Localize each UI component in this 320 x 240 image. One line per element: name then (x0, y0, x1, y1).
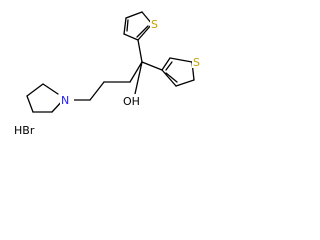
bond (161, 69, 177, 87)
bond (134, 61, 143, 95)
hbr-salt-label: HBr (14, 124, 35, 137)
bond (42, 83, 59, 95)
label-background (150, 18, 161, 30)
bond (129, 61, 143, 83)
sulfur-top-label: S (151, 18, 158, 31)
bond (161, 57, 171, 71)
pyrrolidine-ring (26, 83, 66, 113)
bond (89, 81, 105, 101)
bond (26, 95, 34, 113)
bond (165, 72, 178, 83)
label-background (60, 93, 74, 106)
sulfur-right-label: S (193, 56, 200, 69)
bond (136, 25, 149, 38)
bond (123, 33, 139, 41)
thiophene-ring-top (123, 11, 153, 41)
propyl-chain (73, 61, 143, 101)
bond (141, 61, 163, 71)
bond (137, 23, 153, 41)
hydroxyl-label: OH (123, 95, 140, 108)
bond (123, 17, 127, 35)
label-background (192, 56, 203, 68)
bond (126, 19, 129, 32)
central-carbon-bonds (134, 39, 163, 95)
label-background (122, 94, 144, 107)
bond (175, 79, 195, 87)
chemical-structure: N OH S S HBr (14, 11, 203, 137)
bond (125, 11, 143, 19)
bond (165, 61, 173, 71)
bond (169, 57, 193, 63)
bond (137, 39, 143, 63)
nitrogen-label: N (61, 94, 69, 107)
bond (26, 83, 44, 97)
thiophene-ring-right (161, 57, 195, 87)
